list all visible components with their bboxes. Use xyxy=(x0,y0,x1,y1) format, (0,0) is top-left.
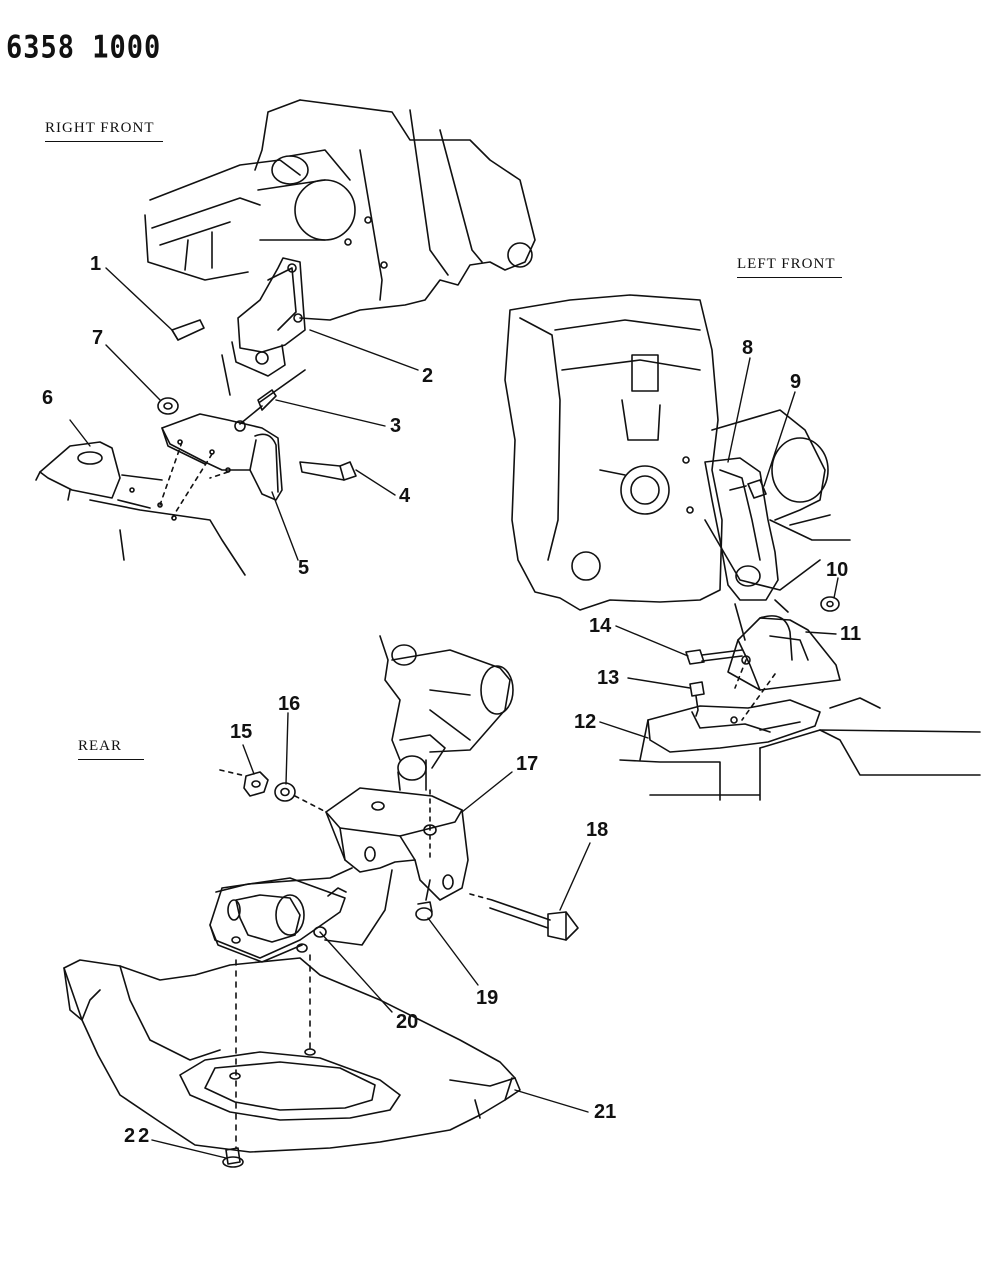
left-front-engine xyxy=(504,294,851,611)
part-10-nut xyxy=(820,596,840,612)
callout-6: 6 xyxy=(42,387,54,409)
part-16-washer xyxy=(274,782,327,813)
callout-13: 13 xyxy=(597,667,620,689)
part-2-mount-bracket xyxy=(221,257,306,403)
callout-12: 12 xyxy=(574,711,597,733)
part-15-nut xyxy=(219,769,269,797)
callout-7: 7 xyxy=(92,327,104,349)
part-19-bolt xyxy=(415,879,433,921)
part-3-bolt xyxy=(239,389,277,425)
part-9-bolt xyxy=(729,479,767,499)
part-17-transmission-bracket xyxy=(325,787,469,901)
part-21-crossmember xyxy=(63,954,521,1153)
callout-22: 22 xyxy=(124,1125,153,1147)
callout-leader-lines xyxy=(69,267,839,1159)
part-13-bolt xyxy=(689,681,705,717)
callout-2: 2 xyxy=(422,365,434,387)
part-18-through-bolt xyxy=(469,893,579,941)
callout-5: 5 xyxy=(298,557,310,579)
right-front-view xyxy=(35,99,536,576)
callout-8: 8 xyxy=(742,337,754,359)
callout-4: 4 xyxy=(399,485,411,507)
callout-10: 10 xyxy=(826,559,849,581)
callout-19: 19 xyxy=(476,987,499,1009)
callout-15: 15 xyxy=(230,721,253,743)
left-front-view xyxy=(504,294,981,801)
part-7-nut xyxy=(157,397,179,415)
part-20-rear-mount-insulator xyxy=(209,867,393,963)
callout-20: 20 xyxy=(396,1011,419,1033)
callout-1: 1 xyxy=(90,253,102,275)
rear-view xyxy=(63,635,579,1168)
part-1-bolt xyxy=(171,319,205,341)
rear-transmission-extension xyxy=(379,635,514,861)
part-14-bolt xyxy=(685,649,743,665)
view-label-rear: REAR xyxy=(78,738,144,760)
callout-16: 16 xyxy=(278,693,301,715)
part-11-engine-mount xyxy=(727,615,841,721)
part-12-crossmember-bracket xyxy=(619,697,981,801)
right-front-engine-block xyxy=(144,99,536,321)
part-5-engine-mount-insulator xyxy=(129,413,283,521)
view-label-right-front: RIGHT FRONT xyxy=(45,120,163,142)
part-4-bolt xyxy=(299,461,357,481)
view-label-left-front: LEFT FRONT xyxy=(737,256,842,278)
callout-17: 17 xyxy=(516,753,539,775)
callout-11: 11 xyxy=(840,623,862,645)
document-number: 6358 1000 xyxy=(6,30,162,66)
callout-21: 21 xyxy=(594,1101,617,1123)
callout-14: 14 xyxy=(589,615,612,637)
part-6-frame-bracket xyxy=(35,441,246,576)
callout-3: 3 xyxy=(390,415,402,437)
callout-9: 9 xyxy=(790,371,802,393)
part-22-bolt xyxy=(222,1147,244,1168)
callout-18: 18 xyxy=(586,819,609,841)
